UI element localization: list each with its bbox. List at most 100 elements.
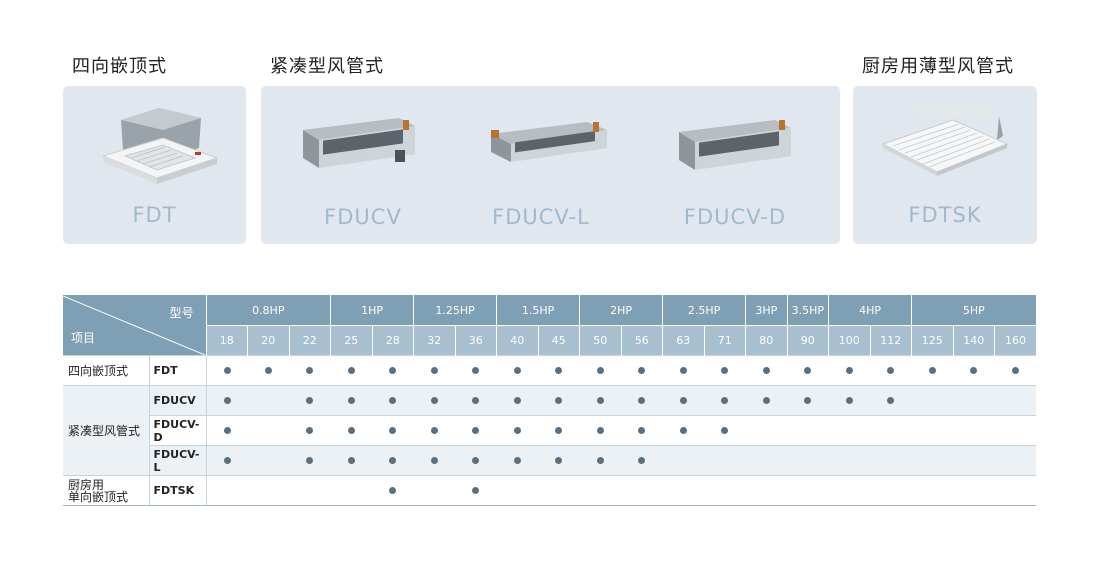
capacity-header-cell: 20: [247, 325, 289, 356]
availability-cell: [787, 445, 829, 476]
availability-cell: [330, 445, 373, 476]
availability-cell: [496, 355, 539, 386]
availability-cell: [621, 355, 663, 386]
availability-cell: [994, 445, 1037, 476]
row-model-label: FDUCV-L: [149, 445, 207, 476]
availability-dot-icon: [596, 427, 604, 434]
availability-dot-icon: [430, 427, 438, 434]
availability-dot-icon: [804, 397, 812, 404]
availability-dot-icon: [472, 487, 480, 494]
availability-dot-icon: [679, 427, 687, 434]
availability-cell: [247, 355, 289, 386]
availability-cell: [289, 415, 331, 446]
availability-dot-icon: [306, 457, 314, 464]
availability-dot-icon: [513, 367, 521, 374]
availability-cell: [745, 475, 788, 506]
availability-dot-icon: [472, 457, 480, 464]
availability-cell: [372, 475, 414, 506]
corner-item-label: 项目: [71, 330, 96, 345]
availability-cell: [828, 445, 871, 476]
capacity-header-cell: 50: [579, 325, 622, 356]
row-model-label: FDT: [149, 355, 207, 386]
availability-dot-icon: [430, 367, 438, 374]
availability-cell: [289, 445, 331, 476]
model-name-fdtsk: FDTSK: [908, 203, 982, 227]
availability-dot-icon: [721, 367, 729, 374]
capacity-header-cell: 22: [288, 325, 331, 356]
availability-dot-icon: [513, 397, 521, 404]
product-card-fdt[interactable]: FDT: [63, 86, 246, 244]
capacity-header-cell: 112: [869, 325, 912, 356]
availability-cell: [994, 415, 1037, 446]
availability-dot-icon: [389, 487, 397, 494]
category-title-cassette: 四向嵌顶式: [72, 56, 167, 77]
availability-cell: [289, 475, 331, 506]
availability-cell: [994, 385, 1037, 416]
capacity-header-cell: 18: [205, 325, 248, 356]
availability-cell: [579, 355, 622, 386]
availability-cell: [621, 415, 663, 446]
availability-cell: [496, 475, 539, 506]
availability-cell: [828, 415, 871, 446]
availability-cell: [870, 355, 912, 386]
product-card-compact-duct[interactable]: FDUCV FDUCV-L FDUCV-D: [261, 86, 840, 244]
availability-dot-icon: [472, 427, 480, 434]
availability-cell: [828, 385, 871, 416]
availability-dot-icon: [430, 397, 438, 404]
availability-cell: [206, 445, 248, 476]
availability-cell: [372, 355, 414, 386]
capacity-header-cell: 45: [537, 325, 580, 356]
availability-cell: [745, 355, 788, 386]
availability-cell: [953, 385, 995, 416]
availability-cell: [247, 415, 289, 446]
availability-cell: [953, 445, 995, 476]
capacity-header-cell: 63: [662, 325, 705, 356]
availability-dot-icon: [555, 397, 563, 404]
availability-cell: [662, 385, 705, 416]
availability-cell: [413, 475, 456, 506]
availability-cell: [870, 415, 912, 446]
availability-cell: [953, 355, 995, 386]
availability-cell: [413, 385, 456, 416]
availability-dot-icon: [223, 457, 231, 464]
duct-unit-image-fducv-d: [679, 120, 791, 170]
availability-cell: [579, 415, 622, 446]
availability-cell: [579, 475, 622, 506]
capacity-header-cell: 56: [620, 325, 663, 356]
capacity-header-cell: 90: [786, 325, 829, 356]
availability-cell: [455, 385, 497, 416]
capacity-header-cell: 71: [703, 325, 746, 356]
availability-cell: [787, 475, 829, 506]
availability-cell: [870, 385, 912, 416]
availability-dot-icon: [845, 367, 853, 374]
availability-dot-icon: [223, 397, 231, 404]
availability-cell: [662, 475, 705, 506]
category-title-compact-duct: 紧凑型风管式: [270, 56, 384, 77]
availability-dot-icon: [555, 457, 563, 464]
availability-cell: [455, 415, 497, 446]
availability-cell: [704, 355, 746, 386]
product-card-fdtsk[interactable]: FDTSK: [853, 86, 1037, 244]
kitchen-cassette-image: [881, 104, 1009, 176]
availability-dot-icon: [223, 427, 231, 434]
availability-cell: [662, 355, 705, 386]
availability-cell: [206, 355, 248, 386]
category-title-kitchen: 厨房用薄型风管式: [862, 56, 1014, 77]
corner-diagonal: [63, 295, 205, 355]
availability-cell: [455, 475, 497, 506]
availability-dot-icon: [389, 427, 397, 434]
availability-dot-icon: [638, 457, 646, 464]
corner-model-label: 型号: [169, 305, 194, 320]
availability-dot-icon: [264, 367, 272, 374]
availability-cell: [372, 385, 414, 416]
availability-cell: [247, 385, 289, 416]
availability-dot-icon: [306, 397, 314, 404]
availability-cell: [953, 415, 995, 446]
availability-cell: [787, 385, 829, 416]
availability-cell: [911, 355, 954, 386]
availability-dot-icon: [596, 367, 604, 374]
availability-dot-icon: [347, 457, 355, 464]
hp-group-header: 3.5HP: [786, 295, 829, 326]
availability-cell: [206, 475, 248, 506]
